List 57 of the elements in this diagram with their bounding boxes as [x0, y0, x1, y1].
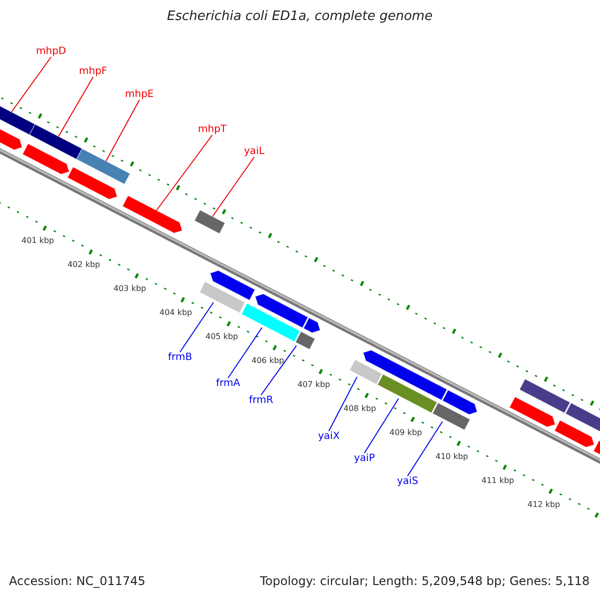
gene-bar [519, 378, 570, 414]
leader-line [228, 327, 262, 378]
gene-bar [442, 390, 478, 415]
gene-bar [509, 396, 556, 428]
scale-label: 411 kbp [482, 476, 514, 486]
gene-label: mhpE [125, 89, 154, 100]
scale-label: 404 kbp [160, 309, 192, 318]
leader-line [260, 345, 297, 396]
gene-bar [22, 143, 70, 175]
gene-label: yaiS [397, 476, 418, 487]
scale-label: 410 kbp [436, 452, 468, 462]
gene-bar [122, 195, 183, 234]
leader-line [328, 376, 358, 432]
gene-bar [29, 124, 82, 160]
gene-label: mhpF [79, 66, 108, 77]
gene-label: yaiP [354, 453, 375, 464]
genome-stats-text: Topology: circular; Length: 5,209,548 bp; Genes: 5,118 [260, 575, 590, 588]
scale-label: 401 kbp [22, 237, 54, 246]
scale-label: 405 kbp [206, 333, 238, 342]
gene-label: mhpT [198, 124, 227, 135]
gene-bar [377, 374, 438, 414]
gene-label: mhpD [36, 46, 66, 57]
scale-label: 408 kbp [344, 404, 376, 414]
gene-bar [199, 281, 246, 314]
leader-line [212, 156, 255, 217]
accession-text: Accession: NC_011745 [9, 575, 146, 588]
gene-bar [210, 270, 256, 301]
gene-bar [432, 402, 470, 430]
gene-label: yaiL [244, 146, 264, 157]
gene-label: frmR [249, 395, 274, 406]
gene-bar [194, 210, 226, 234]
gene-bar [295, 331, 316, 350]
gene-label: frmA [216, 378, 240, 389]
scale-label: 403 kbp [114, 285, 146, 294]
gene-bar [349, 359, 382, 385]
gene-label: yaiX [318, 431, 340, 442]
gene-bar [254, 294, 308, 328]
leader-line [11, 56, 52, 112]
leader-line [156, 134, 213, 211]
gene-bar [241, 303, 300, 342]
gene-bar [554, 420, 595, 448]
scale-label: 409 kbp [390, 428, 422, 438]
leader-line [58, 76, 94, 137]
gene-bar [303, 317, 321, 334]
gene-bar [362, 350, 448, 400]
scale-label: 412 kbp [528, 500, 560, 510]
gene-label: frmB [168, 352, 192, 363]
leader-line [364, 398, 399, 454]
scale-label: 406 kbp [252, 357, 284, 366]
scale-label: 402 kbp [68, 261, 100, 270]
leader-line [407, 420, 443, 476]
gene-bar [76, 148, 130, 185]
scale-label: 407 kbp [298, 380, 330, 390]
leader-line [106, 100, 140, 162]
leader-line [180, 302, 214, 352]
gene-bar [67, 166, 118, 200]
title: Escherichia coli ED1a, complete genome [167, 10, 433, 24]
